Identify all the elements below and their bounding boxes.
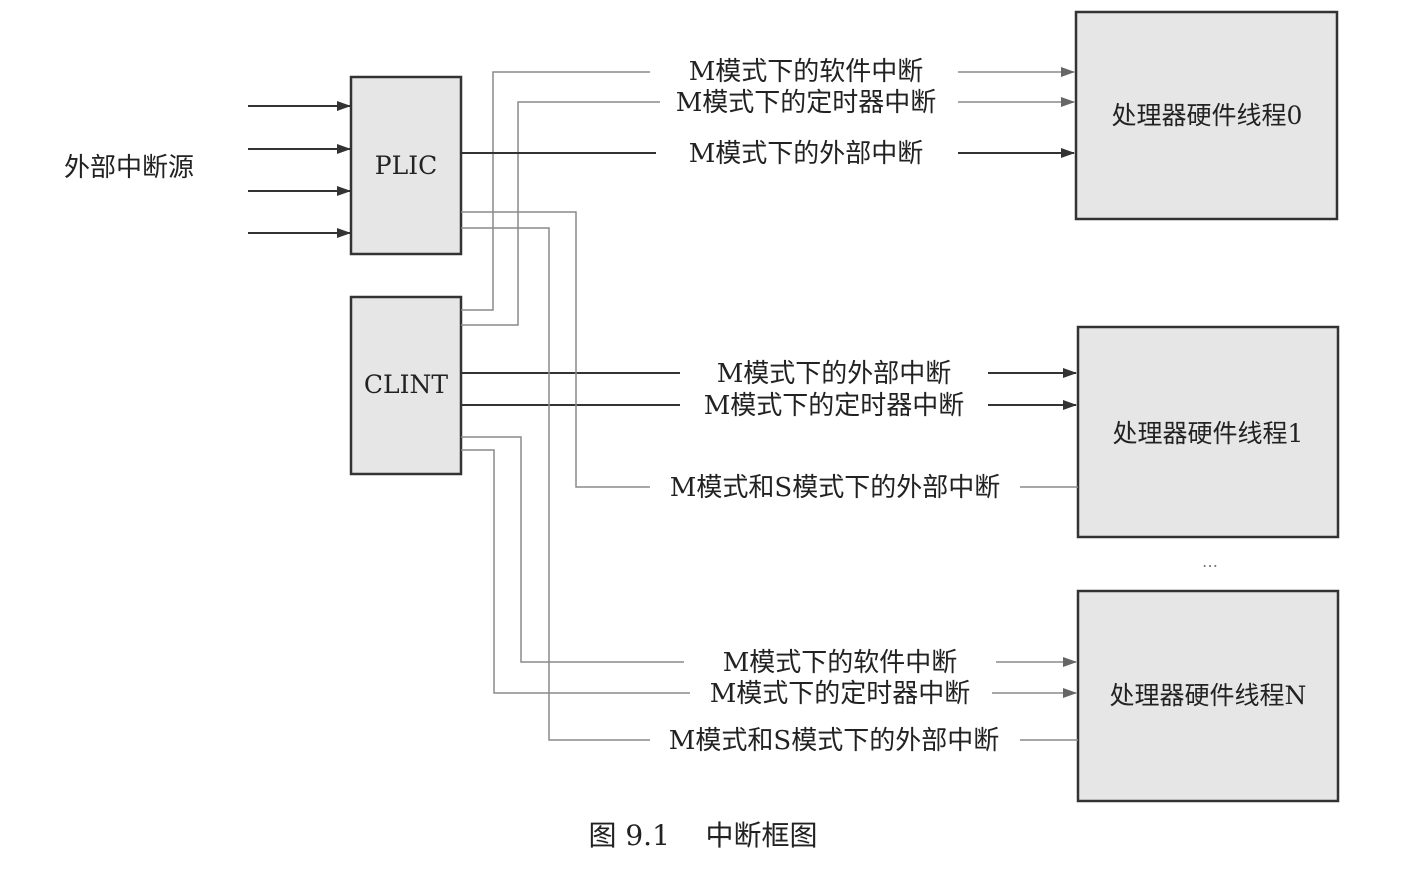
figure-caption: 图 9.1 中断框图 — [588, 819, 817, 852]
ellipsis: … — [1202, 552, 1218, 571]
hart-1-label: 处理器硬件线程1 — [1113, 419, 1304, 448]
wire-hartn-software — [461, 436, 684, 663]
hart-1-box — [1076, 325, 1340, 539]
wire-hartn-ms-external — [461, 227, 650, 741]
label-hart1-external: M模式下的外部中断 — [717, 359, 952, 389]
label-hartn-ms-external: M模式和S模式下的外部中断 — [669, 726, 999, 756]
hart-n-label: 处理器硬件线程N — [1110, 681, 1307, 710]
clint-label: CLINT — [364, 370, 448, 399]
label-hart0-external: M模式下的外部中断 — [689, 139, 924, 169]
wire-hartn-timer — [461, 449, 690, 694]
plic-label: PLIC — [375, 151, 437, 180]
plic-box — [349, 75, 463, 256]
hart-0-box — [1074, 10, 1339, 221]
plic-input-arrows — [248, 101, 351, 238]
wire-hart1-ms-external — [461, 211, 650, 488]
external-interrupt-source-label: 外部中断源 — [64, 153, 194, 183]
hart-0-label: 处理器硬件线程0 — [1112, 101, 1303, 130]
hart-n-box — [1076, 589, 1340, 803]
label-hart0-software: M模式下的软件中断 — [689, 57, 924, 87]
label-hart0-timer: M模式下的定时器中断 — [676, 88, 937, 118]
label-hart1-ms-external: M模式和S模式下的外部中断 — [670, 473, 1000, 503]
wire-hart0-timer — [461, 101, 660, 326]
wire-hart0-software — [461, 71, 650, 311]
label-hartn-timer: M模式下的定时器中断 — [710, 679, 971, 709]
label-hartn-software: M模式下的软件中断 — [723, 648, 958, 678]
clint-box — [349, 295, 463, 476]
label-hart1-timer: M模式下的定时器中断 — [704, 391, 965, 421]
